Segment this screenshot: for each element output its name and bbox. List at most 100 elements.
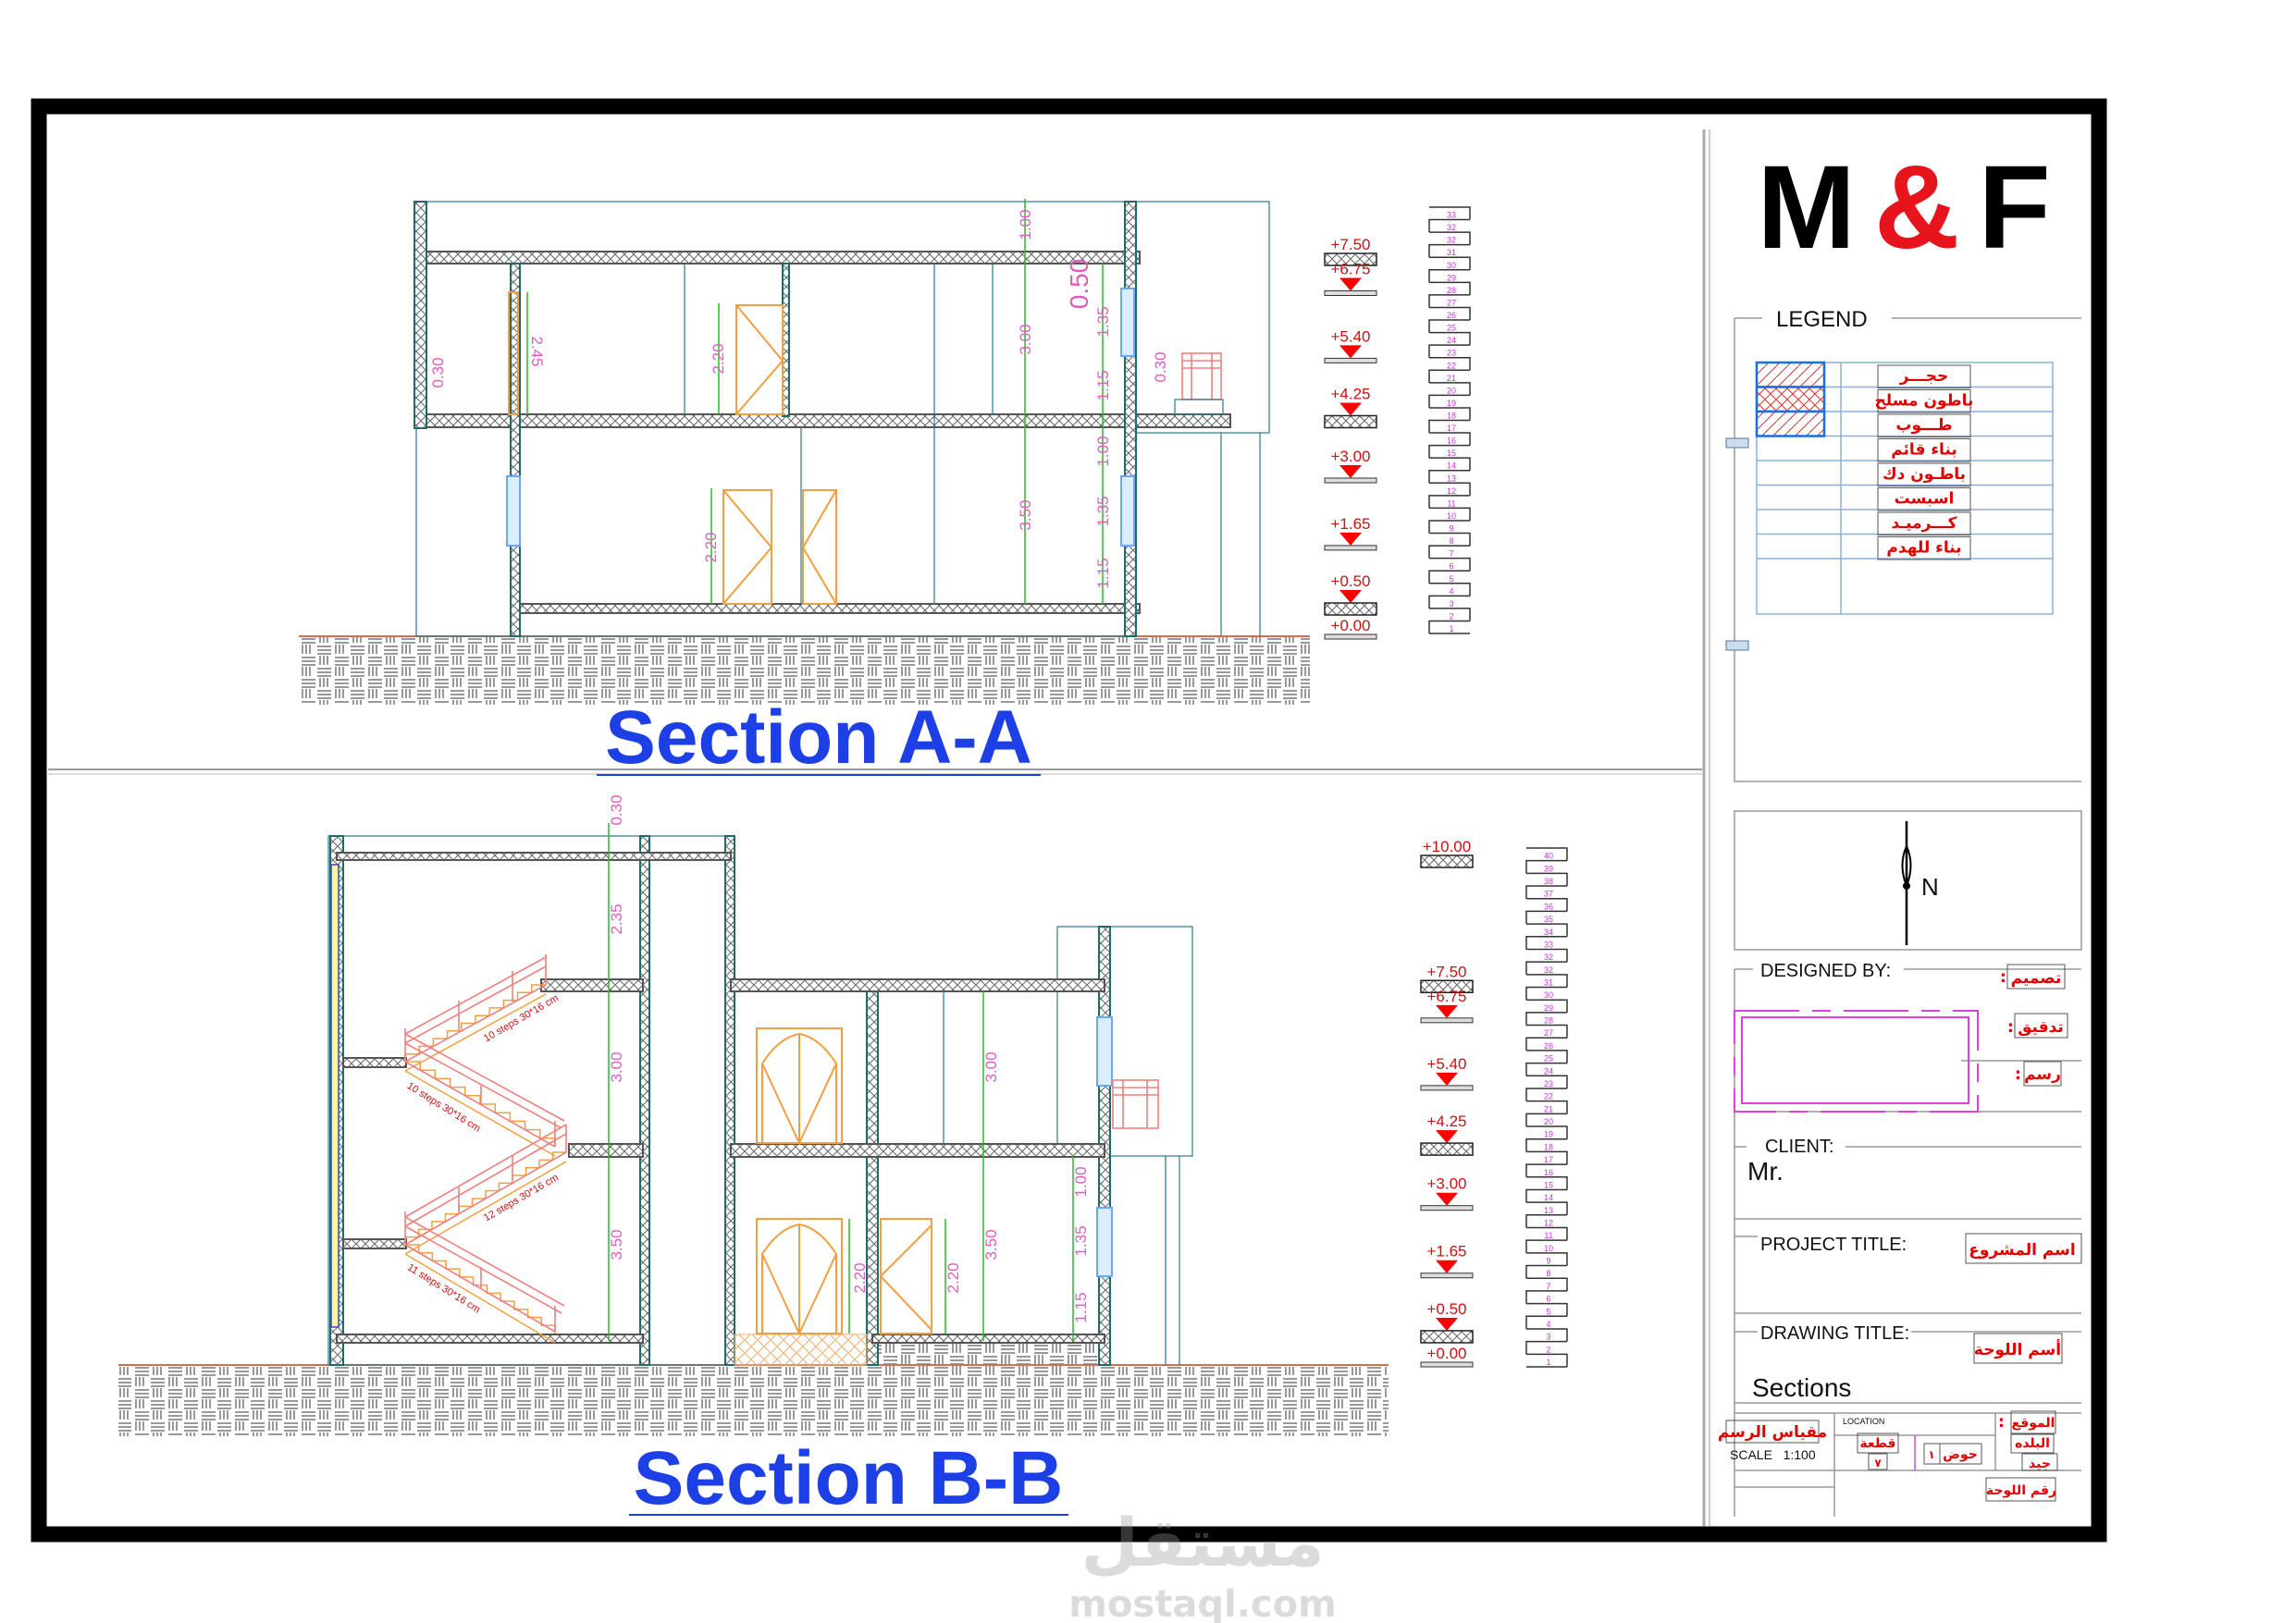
step-number: 28	[1544, 1016, 1553, 1026]
section-title: Section A-A	[605, 695, 1032, 780]
level-markers: +10.00+7.50+6.75+5.40+4.25+3.00+1.65+0.5…	[1420, 838, 1474, 1368]
level-slab	[1420, 1142, 1474, 1156]
step-number: 13	[1447, 473, 1456, 483]
level-line	[1420, 1273, 1474, 1279]
step-number: 25	[1447, 324, 1456, 333]
step-number: 33	[1544, 940, 1553, 949]
field-box	[1857, 1432, 1899, 1454]
dimension-label: 2.20	[851, 1262, 869, 1293]
wall	[414, 201, 427, 429]
door	[735, 304, 784, 415]
double-door	[756, 1218, 843, 1336]
step-number: 16	[1447, 436, 1456, 446]
step-number: 21	[1544, 1104, 1553, 1113]
step-number: 7	[1546, 1282, 1550, 1291]
step-ladder: 4039383736353433323231302928272625242322…	[1525, 847, 1568, 1368]
step-number: 8	[1449, 536, 1453, 546]
section-title: Section B-B	[634, 1436, 1064, 1520]
step-number: 11	[1544, 1231, 1552, 1240]
level-slab	[1420, 979, 1474, 993]
drawing-title-value: Sections	[1752, 1373, 1851, 1402]
step-number: 3	[1546, 1333, 1550, 1342]
legend-label-box	[1877, 462, 1971, 486]
double-door	[756, 1027, 843, 1146]
level-label: +7.50	[1426, 963, 1466, 980]
step-number: 30	[1544, 990, 1553, 1000]
logo-ampersand: &	[1874, 141, 1959, 274]
colon: :	[2000, 968, 2006, 987]
dimension-label: 2.20	[702, 532, 720, 562]
step-number: 12	[1447, 486, 1456, 496]
dimension-label: 1.35	[1072, 1225, 1090, 1256]
level-triangle-icon	[1339, 590, 1362, 603]
legend-label-box	[1877, 536, 1971, 560]
step-number: 21	[1447, 374, 1456, 383]
dimension-label: 1.00	[1017, 209, 1034, 240]
step-number: 25	[1544, 1054, 1553, 1064]
legend-item-label: بناء قائم	[1891, 441, 1957, 460]
wall	[1124, 201, 1137, 637]
legend-label-box	[1877, 413, 1971, 437]
roof-slab	[730, 978, 1105, 992]
dimension-label: 3.00	[982, 1051, 1000, 1082]
stair-railing	[404, 1216, 565, 1333]
logo-m: M	[1757, 141, 1856, 274]
draw-label-ar: رسم	[2024, 1065, 2061, 1084]
door-swing	[735, 304, 784, 415]
level-line	[1420, 1205, 1474, 1211]
section-bb: 10 steps 30*16 cm 10 steps 30*16 cm 12 s…	[118, 794, 1568, 1520]
balcony-railing	[1182, 353, 1221, 400]
step-number: 5	[1449, 574, 1453, 584]
design-label-ar: تصميم	[2011, 969, 2062, 988]
roof-slab	[425, 251, 1141, 264]
step-number: 15	[1544, 1180, 1553, 1189]
level-triangle-icon	[1436, 1317, 1458, 1331]
step-number: 12	[1544, 1218, 1553, 1227]
step-number: 26	[1447, 311, 1456, 320]
legend-marker	[1725, 640, 1749, 651]
step-number: 5	[1546, 1307, 1550, 1316]
step-number: 28	[1447, 286, 1456, 295]
level-label: +3.00	[1330, 448, 1370, 465]
basin-value: ١	[1928, 1448, 1934, 1461]
entrance-tiles	[734, 1334, 868, 1366]
step-number: 27	[1544, 1028, 1553, 1038]
step-number: 30	[1447, 261, 1456, 270]
dimension-label: 3.50	[1017, 499, 1034, 530]
watermark: مستقل mostaql.com	[1068, 1504, 1337, 1623]
colon: :	[2007, 1018, 2014, 1037]
stair-railing	[404, 954, 547, 1063]
legend-frame	[1734, 317, 2081, 782]
level-line	[1324, 545, 1377, 551]
step-number: 4	[1449, 586, 1453, 596]
step-number: 2	[1546, 1345, 1550, 1354]
legend-label-box	[1877, 511, 1971, 535]
level-label: +0.50	[1330, 572, 1370, 590]
wall	[510, 263, 521, 637]
step-number: 33	[1447, 211, 1456, 220]
north-arrow-box	[1734, 810, 2082, 951]
legend-label-box	[1877, 364, 1971, 388]
level-label: +0.50	[1426, 1300, 1466, 1318]
drawing-title-frame	[1734, 1331, 2081, 1404]
window	[1096, 1207, 1113, 1277]
legend-item-label: باطـون دك	[1882, 465, 1966, 484]
door-swing	[880, 1224, 932, 1331]
step-number: 11	[1447, 498, 1455, 508]
level-triangle-icon	[1339, 402, 1362, 416]
level-marker-shapes	[1324, 252, 1377, 640]
tall-window	[508, 291, 519, 415]
step-number: 17	[1544, 1155, 1553, 1164]
dimension-label: 3.00	[1017, 324, 1034, 354]
level-label: +10.00	[1423, 838, 1471, 855]
step-number: 14	[1544, 1193, 1553, 1202]
field-box	[1973, 1333, 2063, 1364]
dimension-label: 1.00	[1094, 436, 1112, 466]
project-title-label: PROJECT TITLE:	[1760, 1235, 1907, 1255]
sheet-frame	[31, 98, 2107, 1543]
field-box	[1868, 1453, 1888, 1470]
colon: :	[1998, 1413, 2005, 1432]
dimension-label: 1.15	[1094, 558, 1112, 588]
legend-item-label: حجـــر	[1899, 367, 1949, 386]
